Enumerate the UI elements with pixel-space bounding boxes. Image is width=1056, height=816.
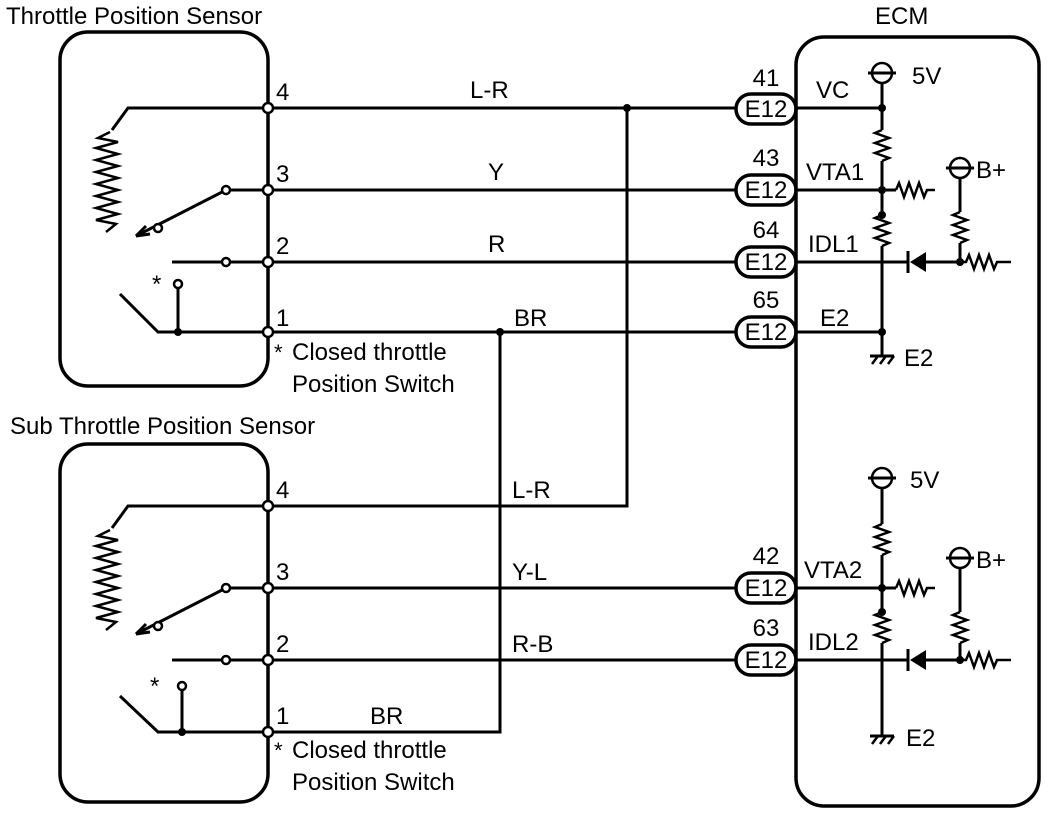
connector-label: E12 (745, 647, 788, 674)
connector-64: E12 64 (734, 217, 798, 279)
sub-tps-wires (261, 108, 736, 739)
connector-43: E12 43 (734, 145, 798, 207)
sub-tps-pin-1: 1 (276, 703, 289, 730)
ecm-lower-circuit (796, 466, 1011, 745)
ecm-terminal-idl2: IDL2 (808, 629, 859, 656)
sub-tps-pin-4: 4 (276, 477, 289, 504)
ecm-terminal-vta1: VTA1 (806, 159, 864, 186)
ecm-ground-label-2: E2 (906, 725, 935, 752)
tps-note-star: * (274, 340, 283, 365)
ecm-title: ECM (875, 3, 928, 30)
ecm-upper-circuit (796, 61, 1011, 365)
sub-tps-pin-2: 2 (276, 631, 289, 658)
tps-wire-br: BR (514, 305, 547, 332)
tps-pin-2: 2 (276, 233, 289, 260)
connector-42: E12 42 (734, 543, 798, 605)
connector-label: E12 (745, 319, 788, 346)
sub-tps-title: Sub Throttle Position Sensor (10, 413, 315, 440)
tps-pin-1: 1 (276, 305, 289, 332)
sub-tps-wire-lr: L-R (512, 477, 551, 504)
ecm-terminal-e2: E2 (820, 305, 849, 332)
ecm-5v-label-2: 5V (910, 467, 939, 494)
tps-wires (261, 101, 736, 339)
tps-pin-4: 4 (276, 79, 289, 106)
connector-65: E12 65 (734, 287, 798, 349)
connector-label: E12 (745, 575, 788, 602)
tps-wire-lr: L-R (470, 77, 509, 104)
sub-tps-wire-rb: R-B (512, 631, 553, 658)
connector-label: E12 (745, 177, 788, 204)
tps-potentiometer: * (91, 106, 268, 336)
ecm-terminal-vc: VC (816, 77, 849, 104)
connector-pin: 43 (753, 145, 780, 172)
connector-63: E12 63 (734, 615, 798, 677)
sub-tps-wire-yl: Y-L (512, 559, 547, 586)
tps-wire-r: R (488, 231, 505, 258)
connector-pin: 63 (753, 615, 780, 642)
connector-pin: 42 (753, 543, 780, 570)
sub-tps-switch-star: * (150, 673, 159, 700)
sub-tps-wire-br: BR (370, 703, 403, 730)
connector-label: E12 (745, 96, 788, 123)
sub-tps-potentiometer: * (91, 504, 268, 736)
ecm-5v-label-1: 5V (912, 63, 941, 90)
sub-tps-pin-3: 3 (276, 559, 289, 586)
connector-pin: 65 (753, 287, 780, 314)
tps-note-line1: Closed throttle (292, 339, 447, 366)
ecm-ground-label-1: E2 (904, 345, 933, 372)
ecm-terminal-idl1: IDL1 (808, 231, 859, 258)
sub-tps-note-line2: Position Switch (292, 769, 455, 796)
sub-tps-note-star: * (274, 738, 283, 763)
tps-box (58, 30, 270, 388)
ecm-bplus-label-1: B+ (976, 157, 1006, 184)
tps-wire-y: Y (488, 159, 504, 186)
ecm-terminal-vta2: VTA2 (804, 557, 862, 584)
connector-pin: 41 (753, 65, 780, 92)
connector-41: E12 41 (734, 65, 798, 126)
tps-pin-3: 3 (276, 161, 289, 188)
sub-tps-box (58, 442, 270, 804)
tps-note-line2: Position Switch (292, 371, 455, 398)
tps-title: Throttle Position Sensor (6, 3, 262, 30)
ecm-bplus-label-2: B+ (976, 547, 1006, 574)
connector-pin: 64 (753, 217, 780, 244)
ecm-box (794, 35, 1041, 808)
connector-label: E12 (745, 249, 788, 276)
sub-tps-note-line1: Closed throttle (292, 737, 447, 764)
tps-switch-star: * (152, 271, 161, 298)
